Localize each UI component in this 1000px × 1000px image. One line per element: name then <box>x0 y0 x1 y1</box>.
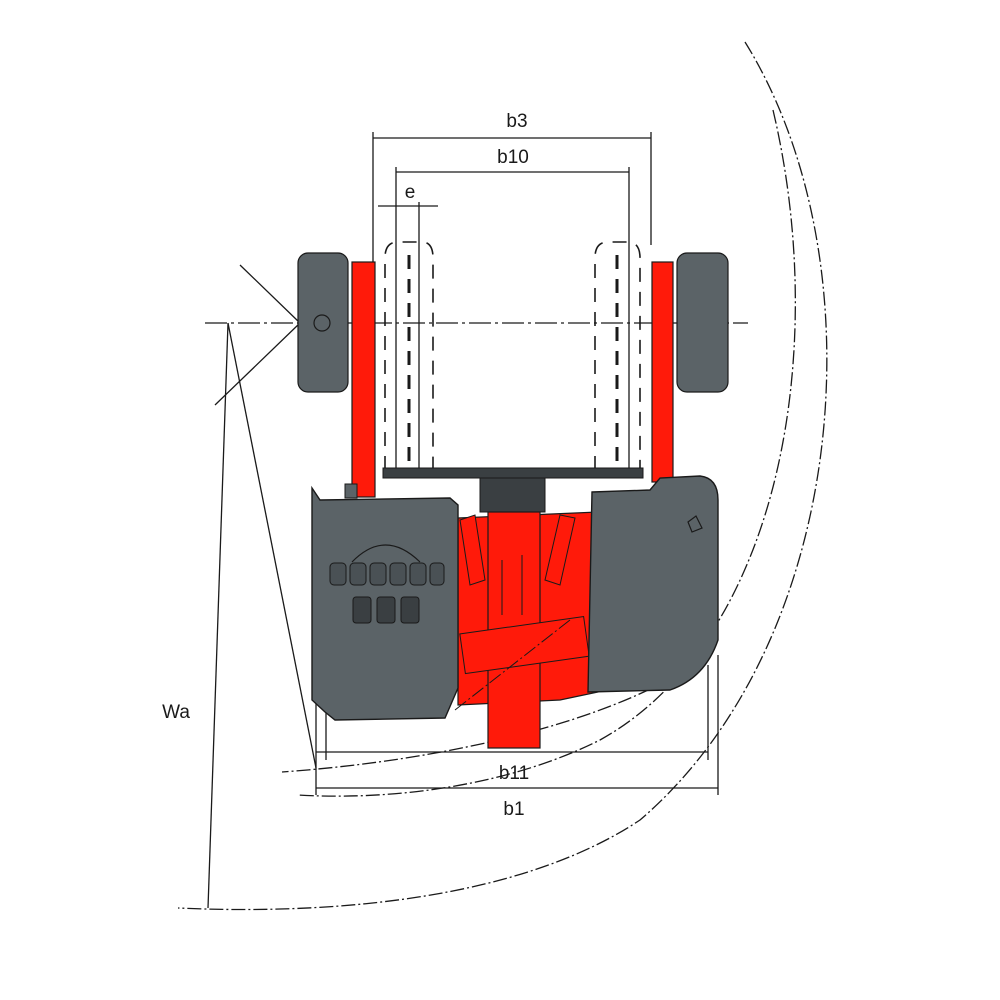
left-frame-arm <box>351 261 376 498</box>
b1-label: b1 <box>503 799 524 820</box>
steering-wheel-icon <box>351 544 421 563</box>
wa-line-outer <box>207 322 229 909</box>
b3-label: b3 <box>506 111 527 132</box>
wa-label: Wa <box>162 702 190 723</box>
steer-angle-line-1 <box>239 264 301 324</box>
b10-label: b10 <box>497 147 529 168</box>
hydraulic-cylinders <box>459 514 590 675</box>
brand-logo-icon <box>687 515 703 533</box>
fork-carriage <box>479 477 546 513</box>
e-label: e <box>405 182 416 203</box>
exhaust-stack <box>344 483 358 499</box>
chassis-detail-lines <box>454 555 571 711</box>
steer-angle-line-2 <box>214 322 301 406</box>
outer-turning-arc <box>177 41 828 911</box>
b3-dimension <box>372 132 652 265</box>
fork-plate <box>382 467 644 479</box>
b10-dimension <box>395 167 630 470</box>
right-frame-arm <box>651 261 674 483</box>
left-wheel <box>297 252 349 393</box>
b1-dimension <box>315 655 719 795</box>
wa-line-inner <box>227 322 317 769</box>
cab-window-grille <box>329 562 445 624</box>
b11-label: b11 <box>499 763 529 784</box>
left-wheel-hub <box>313 314 331 332</box>
right-wheel <box>676 252 729 393</box>
engine-cover <box>587 475 719 693</box>
e-dimension <box>378 202 438 470</box>
fork-tines <box>384 241 641 470</box>
